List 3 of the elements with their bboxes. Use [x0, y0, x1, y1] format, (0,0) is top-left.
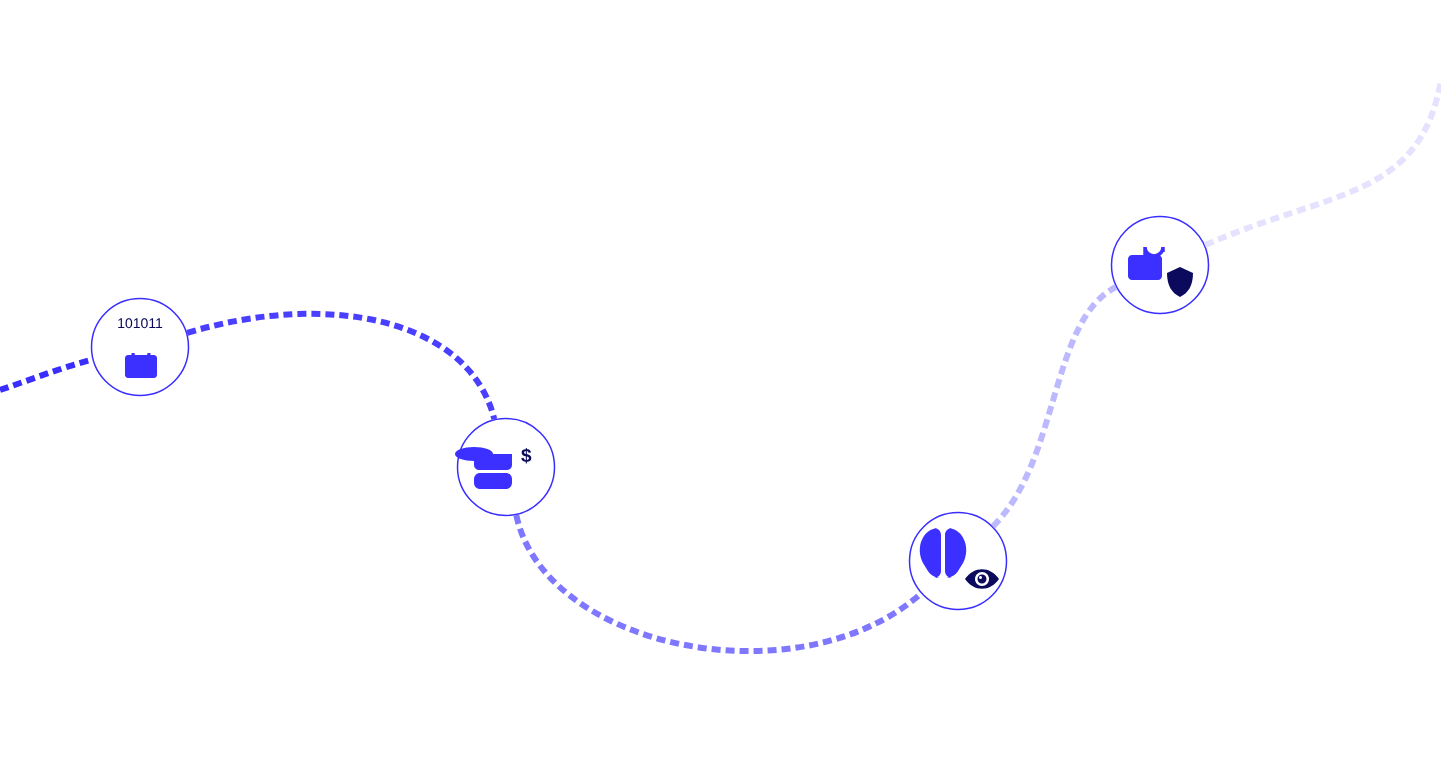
- dashed-path: [990, 284, 1118, 529]
- dashed-path: [513, 514, 923, 654]
- dashed-path: [186, 311, 498, 421]
